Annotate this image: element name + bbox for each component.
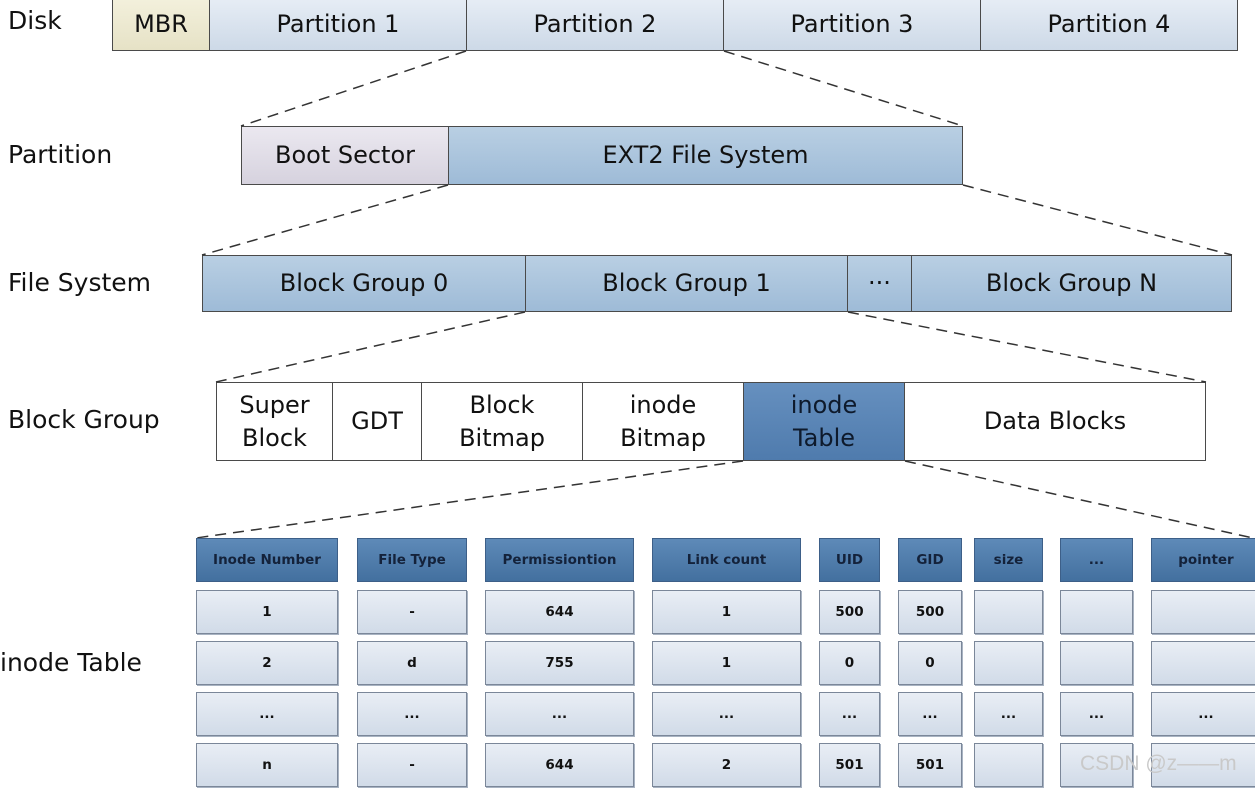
watermark: CSDN @z——m xyxy=(1080,752,1237,775)
inode-cell-inode-number: 2 xyxy=(196,641,338,685)
inode-header-pointer: pointer xyxy=(1151,538,1255,582)
inode-cell-permission: 644 xyxy=(485,590,634,634)
disk-partition-2: Partition 2 xyxy=(466,0,724,51)
row-label-file-system: File System xyxy=(8,268,152,297)
inode-cell-more xyxy=(1060,743,1133,787)
fs-ellipsis: ··· xyxy=(847,255,912,312)
inode-cell-uid: 0 xyxy=(819,641,880,685)
bg-block-bitmap: Block Bitmap xyxy=(421,382,583,461)
bg-data-blocks: Data Blocks xyxy=(904,382,1206,461)
inode-cell-gid: 501 xyxy=(898,743,962,787)
inode-cell-more: ... xyxy=(1060,692,1133,736)
inode-cell-size xyxy=(974,590,1043,634)
inode-cell-pointer xyxy=(1151,641,1255,685)
inode-cell-file-type: ... xyxy=(357,692,467,736)
inode-cell-gid: 500 xyxy=(898,590,962,634)
inode-cell-inode-number: 1 xyxy=(196,590,338,634)
inode-cell-link-count: ... xyxy=(652,692,801,736)
fs-block-group-0: Block Group 0 xyxy=(202,255,526,312)
row-label-partition: Partition xyxy=(8,140,113,169)
inode-cell-inode-number: n xyxy=(196,743,338,787)
inode-header-size: size xyxy=(974,538,1043,582)
row-label-block-group: Block Group xyxy=(8,405,160,434)
inode-header-link-count: Link count xyxy=(652,538,801,582)
disk-partition-1: Partition 1 xyxy=(209,0,467,51)
bg-gdt: GDT xyxy=(332,382,422,461)
inode-cell-pointer xyxy=(1151,743,1255,787)
partition-boot-sector: Boot Sector xyxy=(241,126,449,185)
disk-mbr: MBR xyxy=(112,0,210,51)
inode-cell-size: ... xyxy=(974,692,1043,736)
inode-cell-gid: 0 xyxy=(898,641,962,685)
inode-cell-link-count: 1 xyxy=(652,590,801,634)
partition-ext2-file-system: EXT2 File System xyxy=(448,126,963,185)
inode-header-permission: Permissiontion xyxy=(485,538,634,582)
inode-cell-file-type: d xyxy=(357,641,467,685)
inode-cell-more xyxy=(1060,641,1133,685)
inode-cell-more xyxy=(1060,590,1133,634)
inode-header-gid: GID xyxy=(898,538,962,582)
inode-cell-pointer: ... xyxy=(1151,692,1255,736)
inode-cell-uid: ... xyxy=(819,692,880,736)
inode-cell-permission: ... xyxy=(485,692,634,736)
bg-super-block: Super Block xyxy=(216,382,333,461)
bg-inode-table: inode Table xyxy=(743,382,905,461)
disk-partition-4: Partition 4 xyxy=(980,0,1238,51)
fs-block-group-1: Block Group 1 xyxy=(525,255,848,312)
inode-cell-size xyxy=(974,641,1043,685)
inode-cell-uid: 500 xyxy=(819,590,880,634)
inode-header-more: ... xyxy=(1060,538,1133,582)
row-label-disk: Disk xyxy=(8,6,62,35)
inode-cell-file-type: - xyxy=(357,743,467,787)
disk-partition-3: Partition 3 xyxy=(723,0,981,51)
row-label-inode-table: inode Table xyxy=(0,648,142,677)
inode-cell-inode-number: ... xyxy=(196,692,338,736)
inode-cell-uid: 501 xyxy=(819,743,880,787)
inode-header-uid: UID xyxy=(819,538,880,582)
bg-inode-bitmap: inode Bitmap xyxy=(582,382,744,461)
inode-cell-gid: ... xyxy=(898,692,962,736)
inode-cell-size xyxy=(974,743,1043,787)
inode-cell-permission: 755 xyxy=(485,641,634,685)
inode-cell-link-count: 2 xyxy=(652,743,801,787)
inode-cell-file-type: - xyxy=(357,590,467,634)
inode-cell-link-count: 1 xyxy=(652,641,801,685)
inode-cell-permission: 644 xyxy=(485,743,634,787)
inode-cell-pointer xyxy=(1151,590,1255,634)
inode-header-file-type: File Type xyxy=(357,538,467,582)
inode-header-inode-number: Inode Number xyxy=(196,538,338,582)
fs-block-group-n: Block Group N xyxy=(911,255,1232,312)
